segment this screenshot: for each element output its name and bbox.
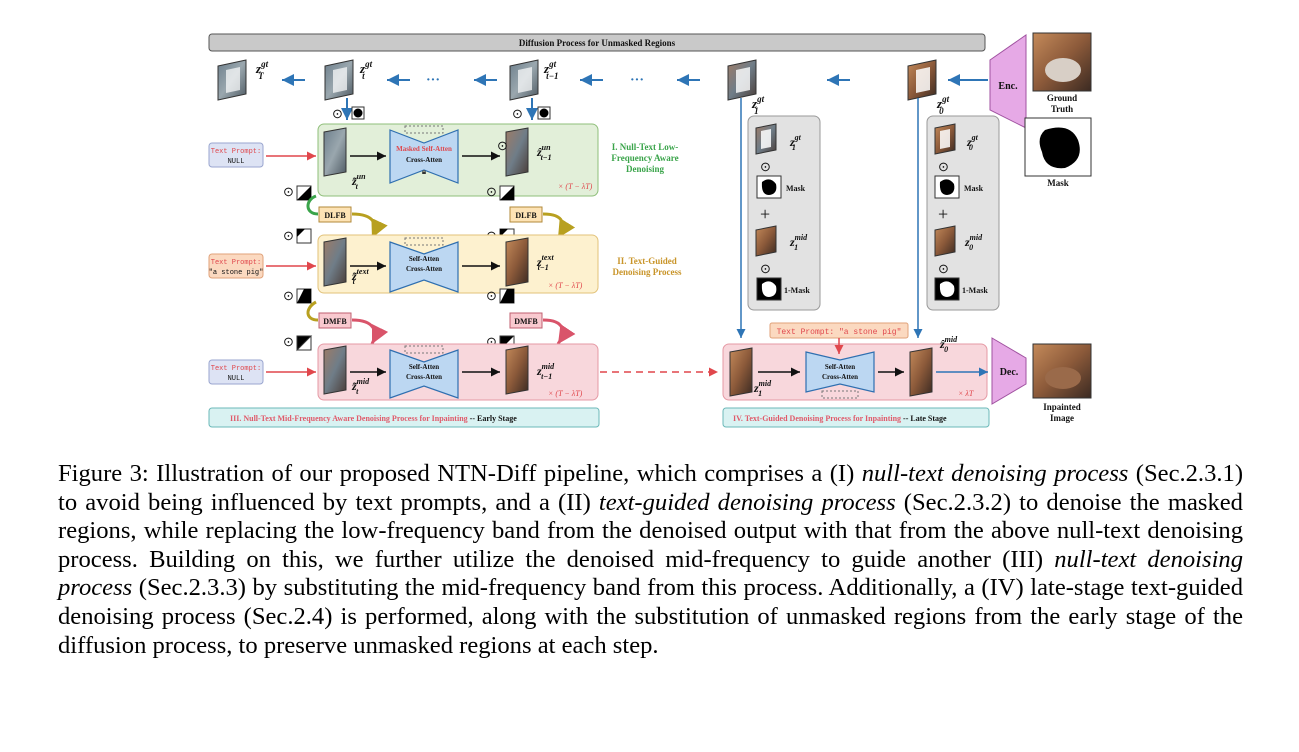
svg-text:Self-Atten: Self-Atten (409, 255, 439, 263)
stage4-banner (722, 407, 990, 428)
diffusion-banner (208, 33, 986, 52)
latent-zt-1 (509, 59, 539, 101)
svg-text:Text Prompt:: Text Prompt: (211, 148, 261, 156)
latent-z1 (727, 59, 757, 101)
dlfb-block-left (318, 206, 352, 223)
svg-text:Text Prompt:: Text Prompt: (211, 259, 261, 267)
svg-text:⊙: ⊙ (283, 228, 294, 243)
svg-text:Self-Atten: Self-Atten (409, 363, 439, 371)
svg-text:Text Prompt:: Text Prompt: (211, 365, 261, 373)
svg-text:+: + (938, 204, 948, 224)
svg-text:NULL: NULL (228, 158, 245, 166)
stage4-unet (805, 351, 875, 399)
svg-text:⊙: ⊙ (486, 184, 497, 199)
svg-text:🔒︎: 🔒︎ (422, 167, 426, 176)
stage2-prompt (208, 253, 264, 279)
svg-text:⊙: ⊙ (938, 261, 949, 276)
dmfb-block-right (509, 312, 543, 329)
svg-text:Self-Atten: Self-Atten (825, 363, 855, 371)
compose-panel-0 (926, 115, 1000, 311)
latent-z0 (907, 59, 937, 101)
encoder-label: Enc. (998, 81, 1018, 92)
svg-text:⊙: ⊙ (486, 334, 497, 349)
svg-text:× (T − λT): × (T − λT) (548, 281, 583, 290)
stage3-banner (208, 407, 600, 428)
svg-text:+: + (760, 204, 770, 224)
svg-text:⊙: ⊙ (332, 106, 343, 121)
svg-text:Cross-Atten: Cross-Atten (406, 156, 442, 164)
svg-text:⊙: ⊙ (760, 159, 771, 174)
svg-text:DLFB: DLFB (515, 211, 537, 220)
svg-text:DMFB: DMFB (514, 317, 538, 326)
svg-text:⊙: ⊙ (283, 184, 294, 199)
diffusion-banner-label: Diffusion Process for Unmasked Regions (519, 38, 676, 48)
svg-text:DMFB: DMFB (323, 317, 347, 326)
latent-zT (217, 59, 247, 101)
svg-text:DLFB: DLFB (324, 211, 346, 220)
latent-zt (324, 59, 354, 101)
pipeline-diagram: Diffusion Process for Unmasked Regions z… (208, 32, 1092, 428)
stage2-unet (389, 237, 459, 293)
svg-text:× λT: × λT (958, 389, 974, 398)
svg-text:1-Mask: 1-Mask (784, 286, 810, 295)
dlfb-block-right (509, 206, 543, 223)
svg-text:Mask: Mask (786, 184, 806, 193)
svg-text:⊙: ⊙ (760, 261, 771, 276)
svg-text:⊙: ⊙ (497, 138, 508, 153)
svg-text:Cross-Atten: Cross-Atten (406, 265, 442, 273)
svg-text:"a stone pig": "a stone pig" (209, 269, 264, 277)
svg-text:⊙: ⊙ (938, 159, 949, 174)
svg-text:⊙: ⊙ (512, 106, 523, 121)
stage3-unet (389, 345, 459, 399)
svg-text:⊙: ⊙ (486, 288, 497, 303)
svg-text:Masked Self-Atten: Masked Self-Atten (396, 145, 452, 153)
svg-text:III. Null-Text Mid-Frequency: III. Null-Text Mid-Frequency Aware Denoi… (230, 414, 517, 423)
compose-panel-1 (747, 115, 821, 311)
svg-text:⊙: ⊙ (283, 334, 294, 349)
decoder-label: Dec. (1000, 367, 1019, 378)
svg-text:Cross-Atten: Cross-Atten (822, 373, 858, 381)
dmfb-block-left (318, 312, 352, 329)
figure-caption: Figure 3: Illustration of our proposed N… (58, 460, 1244, 659)
svg-text:× (T − λT): × (T − λT) (548, 389, 583, 398)
stage3-prompt (208, 359, 264, 385)
svg-text:NULL: NULL (228, 375, 245, 383)
mask-label: Mask (1047, 178, 1069, 188)
svg-text:× (T − λT): × (T − λT) (558, 182, 593, 191)
ellipsis-1: ··· (426, 73, 440, 88)
stage1-unet (389, 125, 459, 184)
ellipsis-2: ··· (630, 73, 644, 88)
svg-text:⊙: ⊙ (283, 288, 294, 303)
decoder-block (991, 337, 1027, 405)
svg-text:1-Mask: 1-Mask (962, 286, 988, 295)
svg-text:Cross-Atten: Cross-Atten (406, 373, 442, 381)
svg-text:Text Prompt: "a stone pig": Text Prompt: "a stone pig" (777, 328, 902, 337)
svg-text:IV. Text-Guided Denoising Proc: IV. Text-Guided Denoising Process for In… (733, 414, 947, 423)
stage1-prompt (208, 142, 264, 168)
svg-text:Mask: Mask (964, 184, 984, 193)
